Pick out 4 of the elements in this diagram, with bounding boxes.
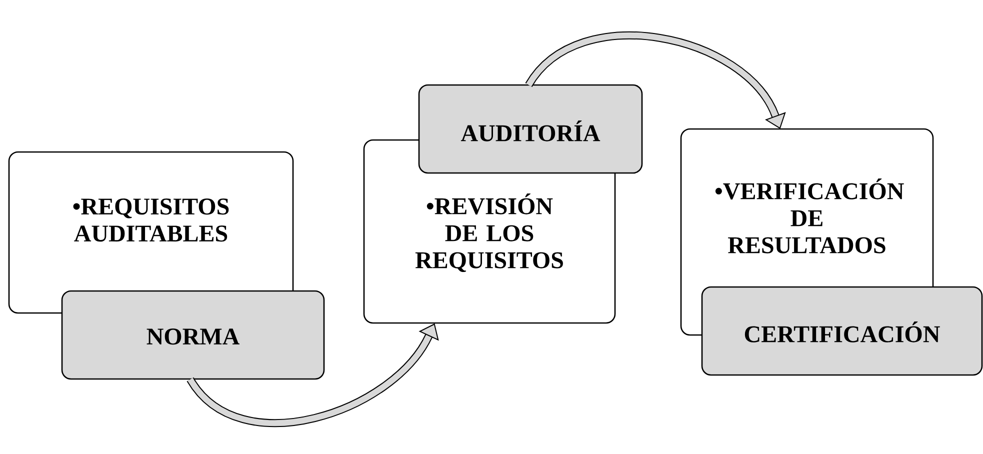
curved-arrow <box>526 32 786 129</box>
title-box: AUDITORÍA <box>418 84 643 174</box>
title-box: CERTIFICACIÓN <box>701 286 983 376</box>
title-box: NORMA <box>61 290 325 380</box>
